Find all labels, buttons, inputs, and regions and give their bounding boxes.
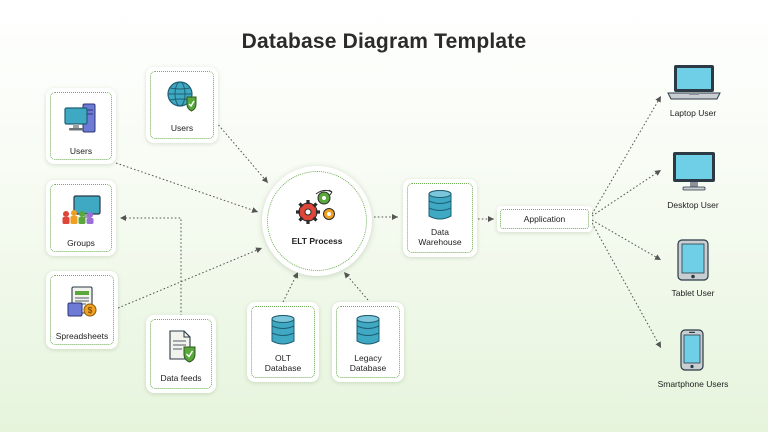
application-node: Application — [497, 206, 592, 232]
users-top-label: Users — [170, 123, 194, 133]
svg-text:$: $ — [88, 306, 93, 315]
data-warehouse-label-line1: Data — [431, 227, 449, 237]
arrow-users-left-to-elt — [115, 162, 259, 213]
data-feeds-label: Data feeds — [160, 373, 202, 383]
application-label: Application — [523, 214, 566, 224]
arrow-app-to-tablet — [591, 219, 662, 261]
users-left-node: Users — [46, 88, 116, 164]
spreadsheets-node: $ Spreadsheets — [46, 271, 118, 349]
tablet-user-label: Tablet User — [671, 288, 715, 298]
data-warehouse-label-line2: Warehouse — [418, 237, 462, 247]
legacy-database-label-line2: Database — [349, 363, 387, 373]
database-icon — [428, 190, 452, 220]
olt-database-label-line2: Database — [264, 363, 302, 373]
elt-process-node: ELT Process — [262, 166, 372, 276]
arrow-datafeeds-to-groups — [120, 215, 182, 316]
computer-icon — [64, 103, 96, 133]
users-left-label: Users — [69, 146, 93, 156]
arrow-olt-to-elt — [282, 271, 299, 303]
gears-icon — [296, 189, 335, 224]
smartphone-icon — [680, 329, 704, 371]
legacy-database-node: Legacy Database — [332, 302, 404, 382]
database-icon — [271, 315, 295, 345]
data-warehouse-node: Data Warehouse — [403, 179, 477, 257]
globe-shield-icon — [167, 81, 197, 112]
legacy-database-label-line1: Legacy — [354, 353, 382, 363]
groups-label: Groups — [67, 238, 95, 248]
olt-database-node: OLT Database — [247, 302, 319, 382]
arrow-spreadsheets-to-elt — [117, 247, 263, 309]
arrow-users-top-to-elt — [215, 121, 269, 184]
group-computer-icon — [62, 195, 101, 224]
arrow-app-to-smartphone — [591, 222, 662, 349]
page-title: Database Diagram Template — [241, 30, 527, 53]
laptop-icon — [667, 65, 721, 100]
groups-node: Groups — [46, 180, 116, 256]
laptop-user-label: Laptop User — [669, 108, 717, 118]
users-top-node: Users — [146, 67, 218, 143]
smartphone-users-label: Smartphone Users — [657, 379, 729, 389]
arrow-app-to-desktop — [591, 169, 662, 217]
spreadsheets-label: Spreadsheets — [55, 331, 109, 341]
spreadsheet-icon: $ — [67, 286, 97, 317]
arrow-legacy-to-elt — [343, 271, 369, 301]
olt-database-label-line1: OLT — [275, 353, 291, 363]
elt-process-label: ELT Process — [291, 236, 343, 246]
database-icon — [356, 315, 380, 345]
tablet-icon — [677, 239, 709, 281]
document-shield-icon — [169, 330, 196, 363]
desktop-icon — [673, 152, 715, 191]
desktop-user-label: Desktop User — [667, 200, 719, 210]
data-feeds-node: Data feeds — [146, 315, 216, 393]
